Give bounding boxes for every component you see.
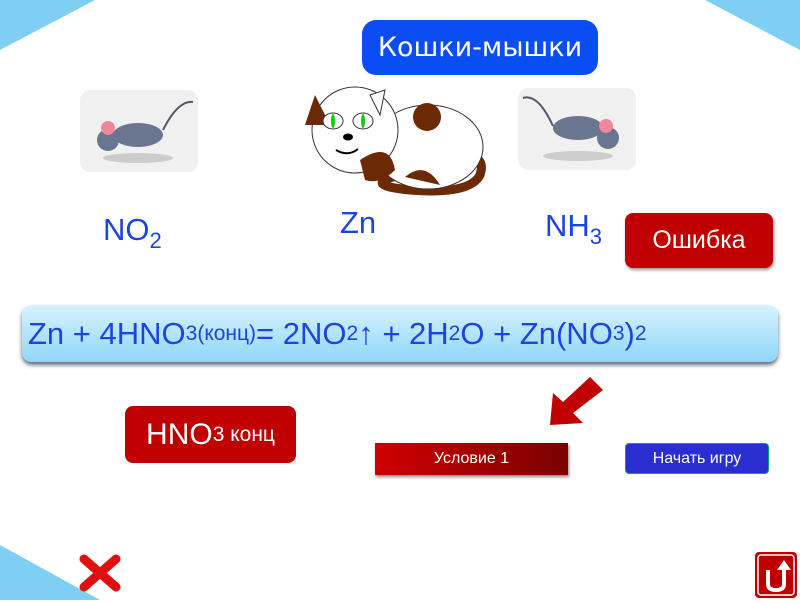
- eq-part: = 2NO: [256, 315, 347, 351]
- eq-part: O + Zn(NO: [460, 315, 613, 351]
- label-subscript: 3: [589, 224, 603, 249]
- eq-sub: 2: [448, 321, 461, 345]
- condition-button[interactable]: Условие 1: [375, 443, 568, 475]
- mouse-icon: [97, 100, 194, 163]
- close-x-icon[interactable]: [78, 553, 122, 593]
- mouse-image-right[interactable]: [518, 88, 636, 170]
- answer-zn[interactable]: Zn: [340, 205, 377, 240]
- reagent-subscript: 3 конц: [212, 422, 275, 446]
- answer-no2[interactable]: NO2: [103, 212, 162, 254]
- eq-part: ): [624, 315, 635, 351]
- label-text: NH: [545, 208, 590, 243]
- error-button[interactable]: Ошибка: [625, 213, 773, 268]
- arrow-down-left-icon: [550, 377, 603, 425]
- return-button[interactable]: [755, 552, 797, 598]
- label-text: NO: [103, 212, 150, 247]
- answer-nh3[interactable]: NH3: [545, 208, 602, 250]
- eq-part: ↑ + 2H: [358, 315, 449, 351]
- eq-sub: 3(конц): [185, 321, 257, 345]
- label-subscript: 2: [149, 228, 162, 253]
- game-title: Кошки-мышки: [362, 20, 598, 75]
- mouse-icon: [522, 96, 619, 161]
- mouse-image-left[interactable]: [80, 90, 198, 172]
- reagent-text: HNO: [146, 417, 213, 451]
- eq-sub: 2: [346, 321, 359, 345]
- start-game-button[interactable]: Начать игру: [625, 443, 769, 474]
- return-icon: [757, 554, 795, 596]
- eq-sub: 2: [634, 321, 647, 345]
- cat-image[interactable]: [300, 85, 500, 200]
- eq-part: Zn + 4HNO: [28, 315, 186, 351]
- eq-sub: 3: [612, 321, 625, 345]
